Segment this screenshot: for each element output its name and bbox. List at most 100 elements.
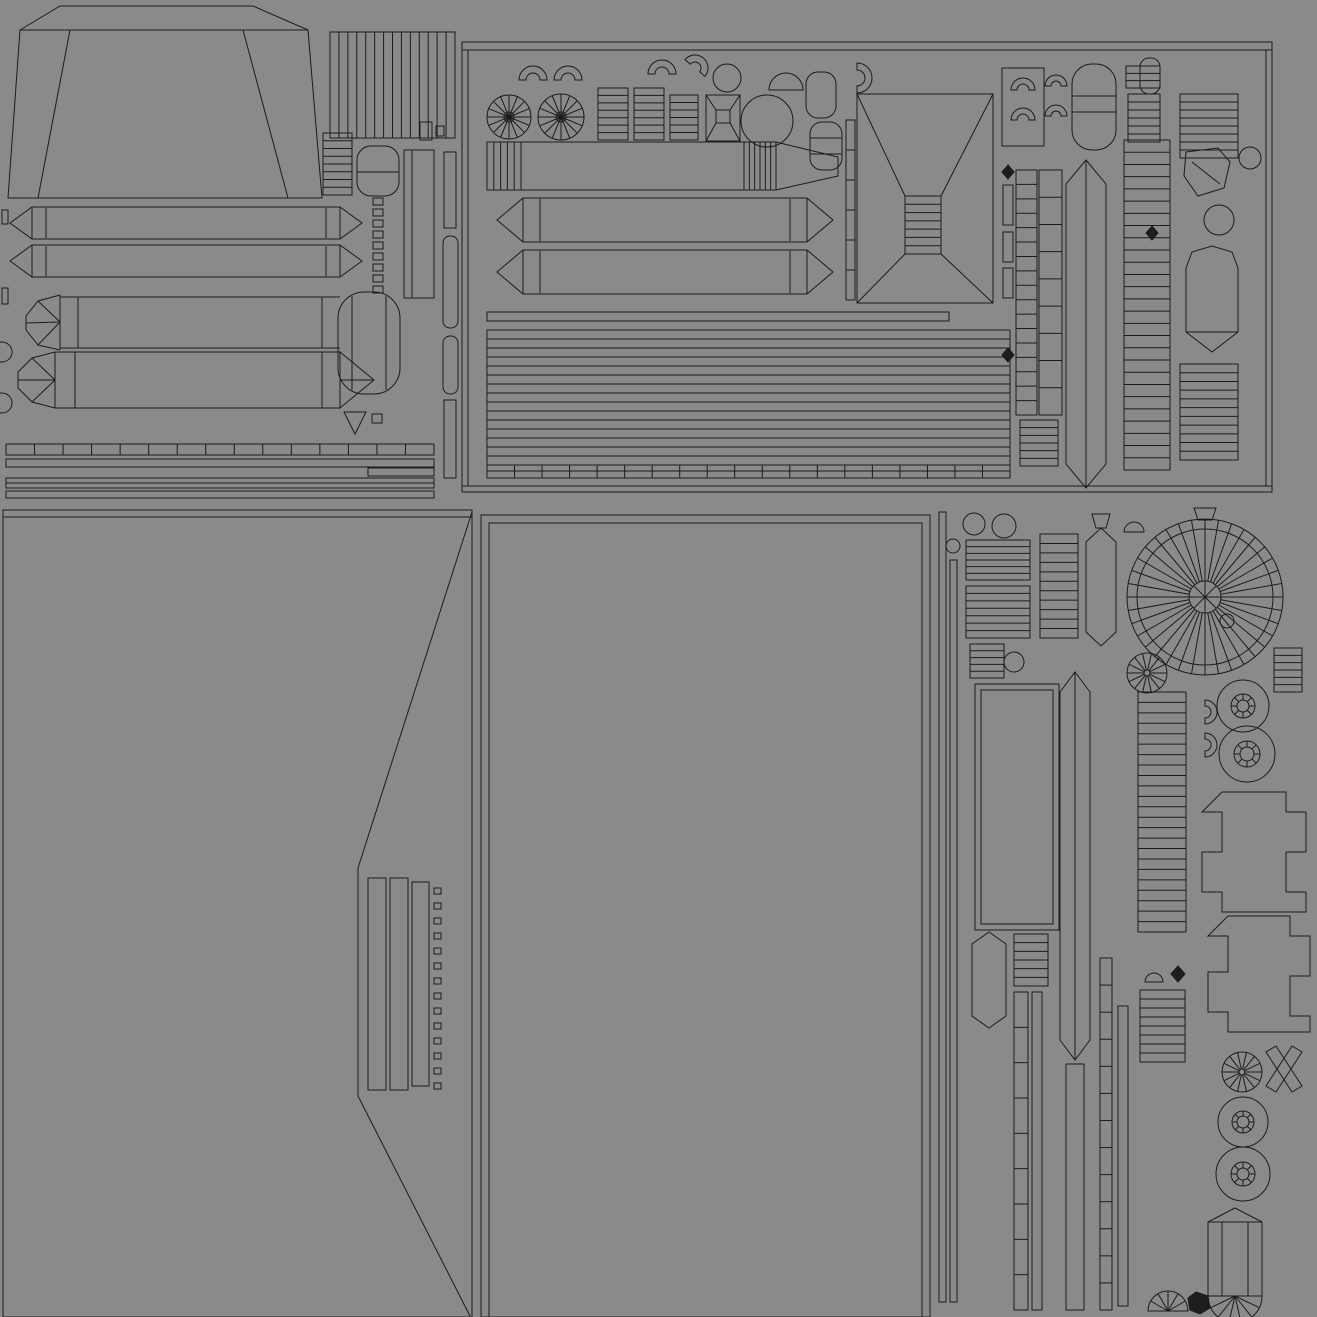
dotted-strip — [434, 1083, 441, 1089]
fan-cap — [1144, 670, 1150, 676]
cross-ribbon — [1266, 1046, 1302, 1092]
ladder-block — [1126, 66, 1160, 88]
capsule-island — [1086, 528, 1116, 646]
circle-cap — [1239, 147, 1261, 169]
dotted-strip — [434, 1023, 441, 1029]
fan-cap — [1239, 1069, 1245, 1075]
tall-rect — [404, 150, 434, 298]
edge-bracket — [2, 288, 8, 304]
ladder-block — [634, 88, 664, 140]
thin-strip — [1032, 992, 1042, 1310]
funnel-island — [716, 110, 730, 123]
thin-strip — [1003, 232, 1013, 262]
dark-hexagon — [1188, 1292, 1210, 1314]
edge-bracket — [2, 210, 8, 224]
peanut-island — [1219, 726, 1275, 782]
dotted-strip — [373, 209, 383, 216]
thin-bar — [6, 491, 434, 498]
horseshoe-island — [1205, 700, 1217, 724]
funnel-island — [706, 95, 716, 110]
dark-diamond — [1171, 966, 1185, 982]
thin-bar — [487, 312, 949, 321]
tall-plain-panel-inner — [981, 690, 1053, 924]
peanut-island — [1218, 1097, 1268, 1147]
thin-capsule — [443, 236, 458, 328]
ladder-block — [1126, 66, 1160, 88]
dotted-strip — [434, 1008, 441, 1014]
capsule-island — [810, 122, 842, 170]
island-crease — [358, 1096, 470, 1316]
ribbed-block — [1020, 420, 1058, 466]
blob-island — [1192, 162, 1220, 184]
thin-strip — [1014, 992, 1028, 1310]
bowtie-ladder — [905, 196, 941, 254]
island-crease — [358, 512, 472, 868]
fan-end — [32, 358, 55, 380]
tall-ladder — [1138, 692, 1186, 932]
dotted-strip — [434, 1053, 441, 1059]
dark-diamond — [1146, 226, 1158, 240]
small-cone — [344, 412, 366, 434]
fan-wheel — [1127, 519, 1283, 675]
half-disc — [1124, 522, 1144, 532]
thin-strip — [1066, 1064, 1084, 1310]
thin-bar — [6, 478, 434, 488]
peanut-bearing — [1237, 1168, 1249, 1180]
dotted-strip — [434, 1068, 441, 1074]
ribbed-block — [1274, 648, 1302, 692]
thin-bar — [368, 468, 434, 476]
ribbed-block — [970, 644, 1004, 678]
peanut-island — [1216, 1147, 1270, 1201]
horseshoe-island — [1045, 75, 1067, 86]
fan-cap — [487, 95, 531, 139]
bullet-island — [1186, 246, 1238, 352]
thin-strip — [1014, 992, 1028, 1310]
segmented-bar — [6, 444, 434, 455]
cylinder-strip — [10, 245, 362, 277]
dome-cap — [1148, 1291, 1188, 1311]
peanut-bearing — [1231, 694, 1255, 718]
dark-diamond — [1002, 165, 1014, 179]
tall-ribbed-column — [1016, 170, 1037, 415]
bowtie-ladder — [905, 196, 941, 254]
thin-strip — [939, 512, 946, 1302]
tall-ladder — [1124, 140, 1170, 470]
dotted-strip — [373, 231, 383, 238]
funnel-island — [730, 123, 740, 141]
fan-cap — [1127, 653, 1167, 693]
funnel-island — [730, 95, 740, 110]
circle-cap — [1204, 205, 1234, 235]
rounded-island — [357, 146, 399, 196]
half-disc — [769, 73, 803, 90]
half-disc — [1145, 973, 1163, 982]
dotted-strip — [434, 933, 441, 939]
lampshade-crease — [38, 30, 70, 198]
capsule-island — [972, 932, 1006, 1028]
dome-cap — [1208, 1296, 1262, 1317]
tall-plain-panel — [975, 684, 1059, 930]
dotted-strip — [434, 1038, 441, 1044]
fan-end — [38, 301, 60, 322]
small-island — [420, 122, 432, 140]
cylinder-strip — [487, 142, 776, 190]
large-plain-rect-inner — [489, 523, 922, 1317]
ribbed-block — [1180, 94, 1238, 158]
ribbed-block — [970, 644, 1004, 678]
circle-cap — [1004, 652, 1024, 672]
dotted-strip — [373, 264, 383, 271]
horseshoe-island — [685, 50, 713, 77]
big-ribbed-band — [487, 330, 1010, 465]
peanut-bearing — [1237, 1116, 1249, 1128]
horseshoe-island — [554, 66, 582, 80]
ribbed-block — [1180, 364, 1238, 460]
lampshade-crease — [243, 30, 288, 198]
segmented-bar — [6, 444, 434, 455]
dotted-strip — [373, 253, 383, 260]
ladder-block — [598, 88, 628, 140]
ribbed-comb — [330, 32, 455, 138]
cylinder-island — [1208, 1222, 1262, 1296]
blob-island — [1184, 148, 1230, 196]
bowtie-panel — [857, 94, 993, 303]
tall-ribbed-column — [1039, 170, 1062, 415]
